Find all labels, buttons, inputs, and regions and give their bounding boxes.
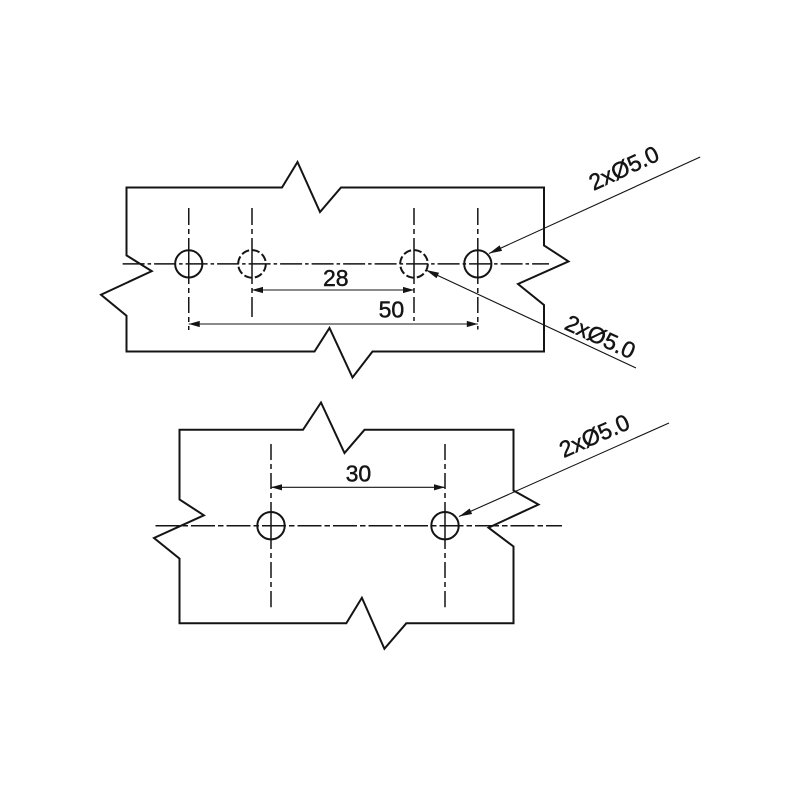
svg-text:28: 28: [323, 265, 349, 291]
svg-text:50: 50: [379, 296, 405, 322]
svg-text:30: 30: [346, 461, 372, 487]
